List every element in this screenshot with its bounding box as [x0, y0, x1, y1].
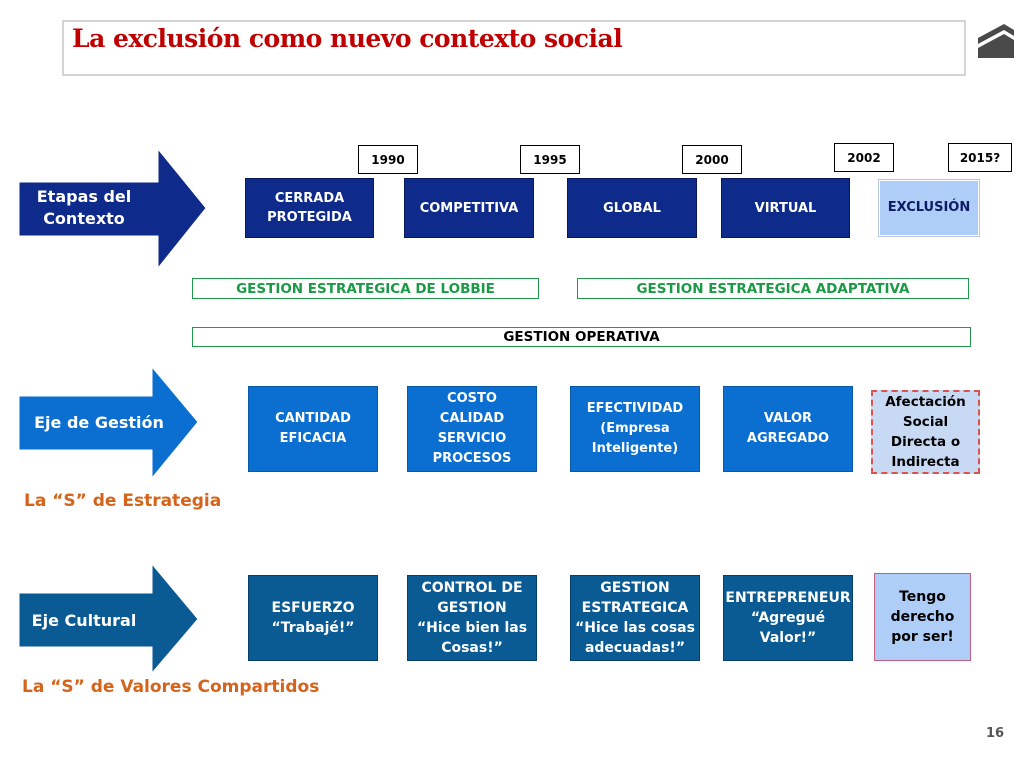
contexto-virtual-box: VIRTUAL	[721, 178, 850, 238]
contexto-exclusion-box: EXCLUSIÓN	[878, 179, 980, 237]
year-2002: 2002	[834, 143, 894, 172]
band-operativa: GESTION OPERATIVA	[192, 327, 971, 347]
gestion-arrow-icon	[18, 365, 199, 480]
contexto-competitiva-box: COMPETITIVA	[404, 178, 534, 238]
year-2000: 2000	[682, 145, 742, 174]
year-2015: 2015?	[948, 143, 1012, 172]
contexto-global-box: GLOBAL	[567, 178, 697, 238]
year-1990: 1990	[358, 145, 418, 174]
house-logo-icon	[976, 20, 1016, 60]
gestion-label: Eje de Gestión	[34, 413, 164, 432]
cultural-arrow-icon	[18, 562, 199, 675]
band-lobbie: GESTION ESTRATEGICA DE LOBBIE	[192, 278, 539, 299]
slide-title: La exclusión como nuevo contexto social	[72, 24, 623, 53]
cultural-label: Eje Cultural	[31, 611, 137, 630]
caption-estrategia: La “S” de Estrategia	[24, 491, 222, 511]
title-frame	[62, 20, 966, 76]
band-adaptativa: GESTION ESTRATEGICA ADAPTATIVA	[577, 278, 969, 299]
year-1995: 1995	[520, 145, 580, 174]
caption-valores: La “S” de Valores Compartidos	[22, 677, 320, 697]
cultural-esfuerzo-box: ESFUERZO“Trabajé!”	[248, 575, 378, 661]
page-number: 16	[986, 726, 1005, 741]
contexto-arrow-icon	[18, 147, 207, 270]
